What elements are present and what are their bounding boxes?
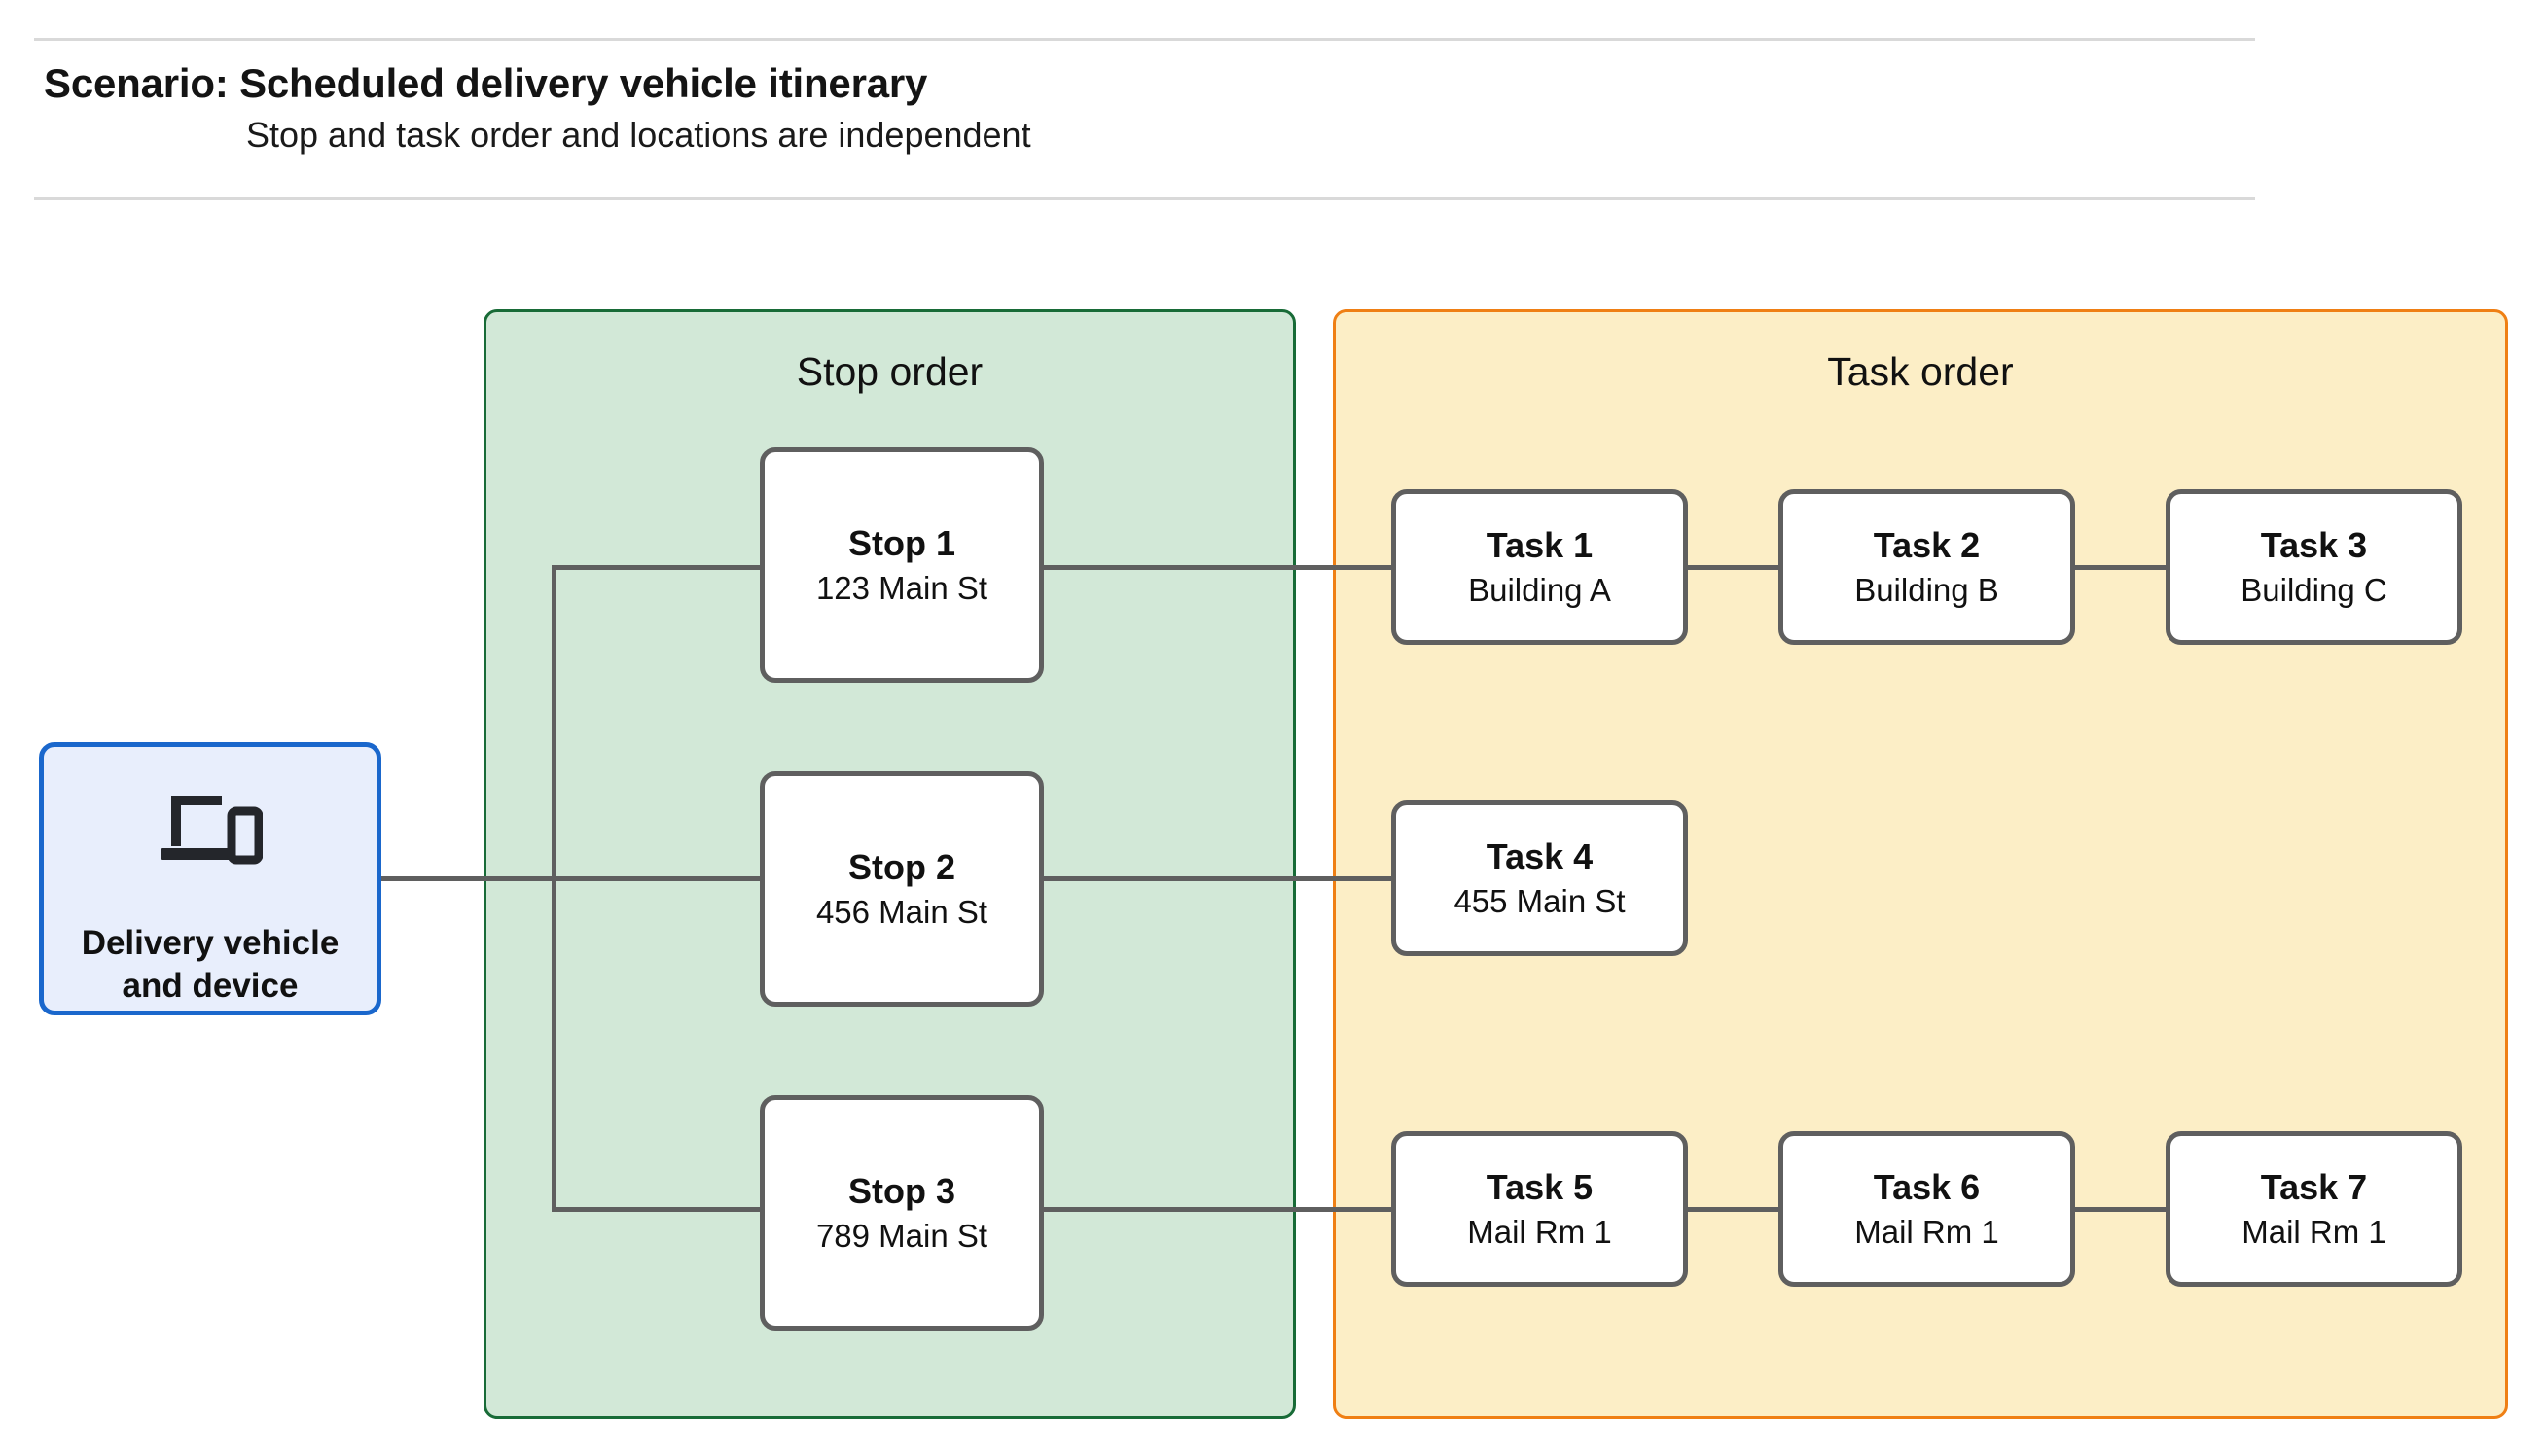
delivery-vehicle-and-device-node[interactable]: Delivery vehicle and device <box>39 742 381 1015</box>
task-node-location: Mail Rm 1 <box>2241 1213 2386 1250</box>
connector-task-2-to-task-3 <box>2065 565 2172 570</box>
connector-stop-trunk <box>552 565 556 1212</box>
task-node-location: Building B <box>1854 571 1999 608</box>
connector-trunk-to-stop-2 <box>552 876 760 881</box>
devices-laptop-phone-icon <box>161 796 263 865</box>
task-node-1[interactable]: Task 1 Building A <box>1391 489 1688 645</box>
stop-node-address: 456 Main St <box>815 893 988 930</box>
connector-task-1-to-task-2 <box>1678 565 1785 570</box>
stop-node-3[interactable]: Stop 3 789 Main St <box>760 1095 1044 1331</box>
task-node-title: Task 1 <box>1486 524 1594 565</box>
stop-node-title: Stop 1 <box>847 522 955 563</box>
task-node-7[interactable]: Task 7 Mail Rm 1 <box>2166 1131 2462 1287</box>
connector-stop-3-to-task-5 <box>1039 1207 1391 1212</box>
task-node-location: Building A <box>1468 571 1611 608</box>
connector-task-5-to-task-6 <box>1678 1207 1785 1212</box>
task-node-title: Task 7 <box>2260 1166 2368 1207</box>
stop-node-2[interactable]: Stop 2 456 Main St <box>760 771 1044 1007</box>
task-node-5[interactable]: Task 5 Mail Rm 1 <box>1391 1131 1688 1287</box>
task-node-title: Task 5 <box>1486 1166 1594 1207</box>
task-node-title: Task 4 <box>1486 835 1594 876</box>
stop-node-1[interactable]: Stop 1 123 Main St <box>760 447 1044 683</box>
connector-device-to-trunk <box>381 876 556 881</box>
page-subtitle: Stop and task order and locations are in… <box>246 115 1031 155</box>
connector-trunk-to-stop-1 <box>552 565 760 570</box>
task-node-title: Task 2 <box>1873 524 1981 565</box>
task-node-4[interactable]: Task 4 455 Main St <box>1391 800 1688 956</box>
stop-order-panel-title: Stop order <box>796 349 984 394</box>
connector-stop-1-to-task-1 <box>1039 565 1391 570</box>
task-node-location: Building C <box>2241 571 2387 608</box>
page-title: Scenario: Scheduled delivery vehicle iti… <box>44 60 928 106</box>
task-node-title: Task 3 <box>2260 524 2368 565</box>
task-node-title: Task 6 <box>1873 1166 1981 1207</box>
task-node-location: 455 Main St <box>1453 882 1626 919</box>
task-node-2[interactable]: Task 2 Building B <box>1778 489 2075 645</box>
connector-trunk-to-stop-3 <box>552 1207 760 1212</box>
header-divider-top <box>34 38 2255 41</box>
delivery-vehicle-and-device-label: Delivery vehicle and device <box>81 924 340 1006</box>
header-divider-bottom <box>34 197 2255 200</box>
connector-task-6-to-task-7 <box>2065 1207 2172 1212</box>
stop-node-address: 123 Main St <box>815 569 988 606</box>
task-node-6[interactable]: Task 6 Mail Rm 1 <box>1778 1131 2075 1287</box>
task-node-location: Mail Rm 1 <box>1467 1213 1612 1250</box>
connector-stop-2-to-task-4 <box>1039 876 1391 881</box>
task-order-panel-title: Task order <box>1827 349 2014 394</box>
stop-node-title: Stop 3 <box>847 1170 955 1211</box>
stop-node-address: 789 Main St <box>815 1217 988 1254</box>
stop-node-title: Stop 2 <box>847 846 955 887</box>
task-node-3[interactable]: Task 3 Building C <box>2166 489 2462 645</box>
task-node-location: Mail Rm 1 <box>1854 1213 1999 1250</box>
